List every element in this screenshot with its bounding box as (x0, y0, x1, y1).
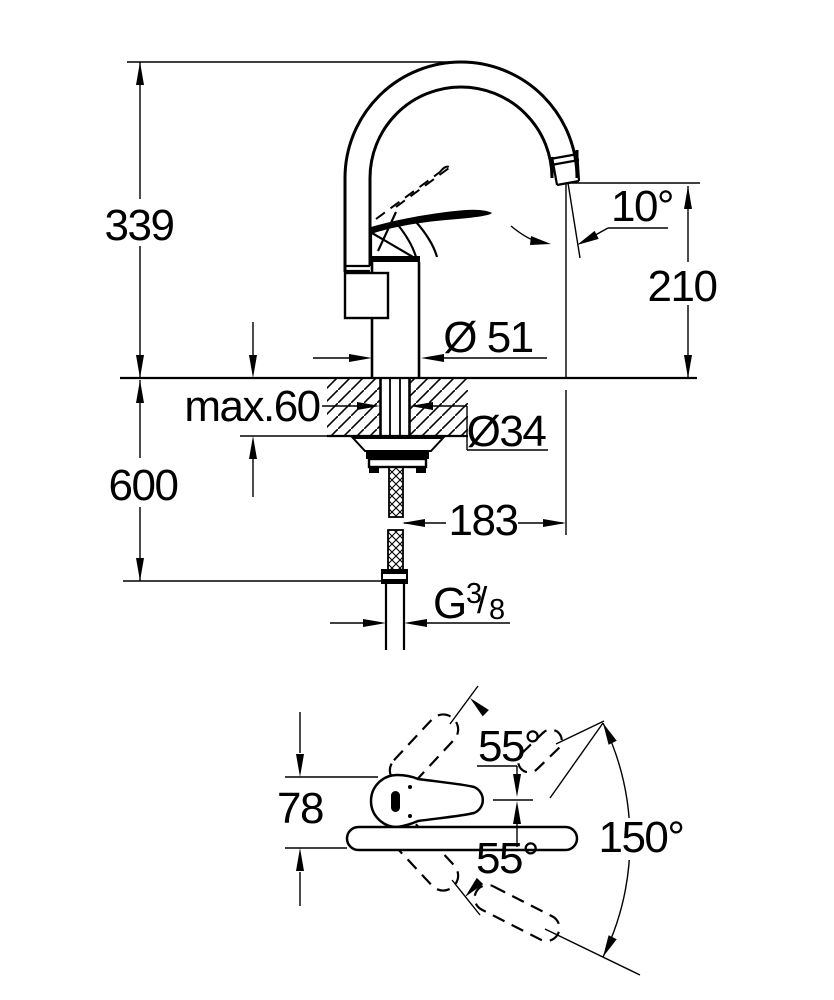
handle-slot-mark (391, 791, 400, 812)
faucet-body (343, 256, 421, 378)
dim-78: 78 (277, 712, 378, 906)
label-hose-length: 600 (109, 461, 178, 510)
label-thread-denominator: 8 (489, 594, 504, 626)
dim-55deg-lower: 55° (451, 801, 540, 916)
label-handle-swing-down: 55° (476, 834, 538, 883)
dim-10deg: 10° (510, 182, 675, 259)
dim-dia51: Ø 51 (313, 313, 547, 362)
label-thread-slash: / (477, 580, 488, 621)
connection-tube (384, 583, 406, 650)
dim-150deg: 150° (544, 720, 697, 976)
label-spout-swivel: 150° (598, 813, 683, 862)
label-body-diameter: Ø 51 (443, 313, 532, 362)
dim-183: 183 (402, 390, 567, 545)
label-spout-angle: 10° (611, 182, 673, 231)
dim-600: 600 (109, 380, 386, 582)
label-deck-thickness: max.60 (184, 382, 319, 431)
label-base-width: 78 (277, 784, 323, 833)
label-hole-diameter: Ø34 (467, 407, 547, 456)
label-spout-reach: 183 (449, 496, 518, 545)
body-side-box (343, 271, 390, 320)
dim-g38: G 3 / 8 (330, 578, 510, 628)
spout-swing-dashed (473, 728, 563, 943)
dim-dia34: Ø34 (322, 402, 548, 456)
dim-339: 339 (105, 61, 470, 378)
dim-210: 210 (565, 182, 718, 378)
spout-leg-cap (344, 264, 370, 273)
mounting-nut (367, 457, 428, 469)
top-view: 150° 78 55° (277, 685, 697, 976)
label-handle-swing-up: 55° (478, 722, 540, 771)
handle-plan (369, 773, 533, 829)
front-view: 339 600 max.60 Ø 51 Ø (105, 60, 718, 650)
aerator-joint-lines (549, 152, 580, 167)
rubber-washer (366, 451, 429, 459)
flexible-hose (381, 466, 408, 650)
handle-raised-dashed (375, 165, 452, 220)
dim-55deg-upper: 55° (449, 685, 542, 797)
label-outlet-height: 210 (648, 262, 717, 311)
dim-max60: max.60 (184, 322, 321, 497)
label-thread-g: G (433, 579, 466, 628)
spout-arc (343, 60, 581, 273)
label-thread-numerator: 3 (466, 578, 481, 610)
body-top-edge (369, 256, 420, 262)
countertop-hatch-left (327, 379, 380, 436)
spout-plan (345, 825, 579, 852)
label-total-height: 339 (105, 201, 174, 250)
mounting-shank (379, 379, 411, 437)
handle-lever-side (369, 165, 492, 258)
